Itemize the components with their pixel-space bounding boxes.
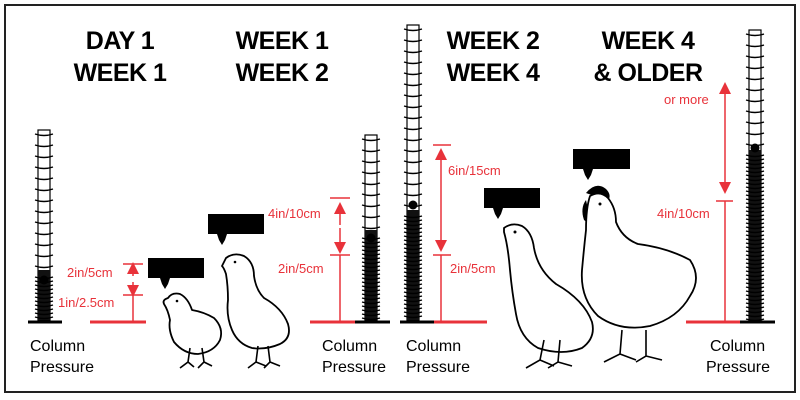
column-pressure-label-2-line1: Column	[322, 338, 377, 355]
stage3-title-line2: WEEK 4	[447, 59, 540, 87]
stage2-measure: 4in/10cm 2in/5cm	[268, 197, 390, 324]
drinker-nipple-3	[484, 188, 540, 219]
column-pressure-label-3-line2: Pressure	[406, 359, 470, 376]
water-column-4	[745, 29, 765, 322]
column-pressure-label-2-line2: Pressure	[322, 359, 386, 376]
stage3-base-label: 2in/5cm	[450, 261, 496, 276]
stage4-range-label: or more	[664, 92, 709, 107]
frame-border	[4, 4, 796, 393]
column-pressure-label-1-line2: Pressure	[30, 359, 94, 376]
drinker-nipple-2	[208, 214, 264, 245]
stage1-measure: 2in/5cm 1in/2.5cm	[28, 262, 146, 324]
stage4-title-line2: & OLDER	[594, 59, 703, 87]
stage4-title-line1: WEEK 4	[602, 27, 695, 55]
stage2-range-label: 4in/10cm	[268, 206, 321, 221]
stage2-title-line1: WEEK 1	[236, 27, 329, 55]
stage1-range-label: 2in/5cm	[67, 265, 113, 280]
adult-hen-illustration	[580, 185, 697, 363]
column-pressure-label-3-line1: Column	[406, 338, 461, 355]
water-column-3	[403, 24, 423, 321]
stage4-measure: or more 4in/10cm	[657, 82, 775, 324]
drinker-nipple-4	[573, 149, 630, 180]
water-column-2	[361, 134, 381, 321]
stage1-title-line2: WEEK 1	[74, 59, 167, 87]
stage1-base-label: 1in/2.5cm	[58, 295, 114, 310]
stage3-range-label: 6in/15cm	[448, 163, 501, 178]
stage3-measure: 6in/15cm 2in/5cm	[400, 144, 501, 324]
stage3-title-line1: WEEK 2	[447, 27, 540, 55]
drinker-nipple-1	[148, 258, 204, 289]
column-pressure-label-4-line2: Pressure	[706, 359, 770, 376]
stage4-base-label: 4in/10cm	[657, 206, 710, 221]
stage2-title-line2: WEEK 2	[236, 59, 329, 87]
young-pullet-illustration	[503, 223, 594, 369]
column-pressure-label-4-line1: Column	[710, 338, 765, 355]
stage1-title-line1: DAY 1	[86, 27, 155, 55]
day-old-chick-illustration	[162, 292, 223, 369]
week-old-chick-illustration	[221, 253, 290, 369]
stage2-base-label: 2in/5cm	[278, 261, 324, 276]
column-pressure-label-1-line1: Column	[30, 338, 85, 355]
water-column-1	[34, 129, 54, 321]
